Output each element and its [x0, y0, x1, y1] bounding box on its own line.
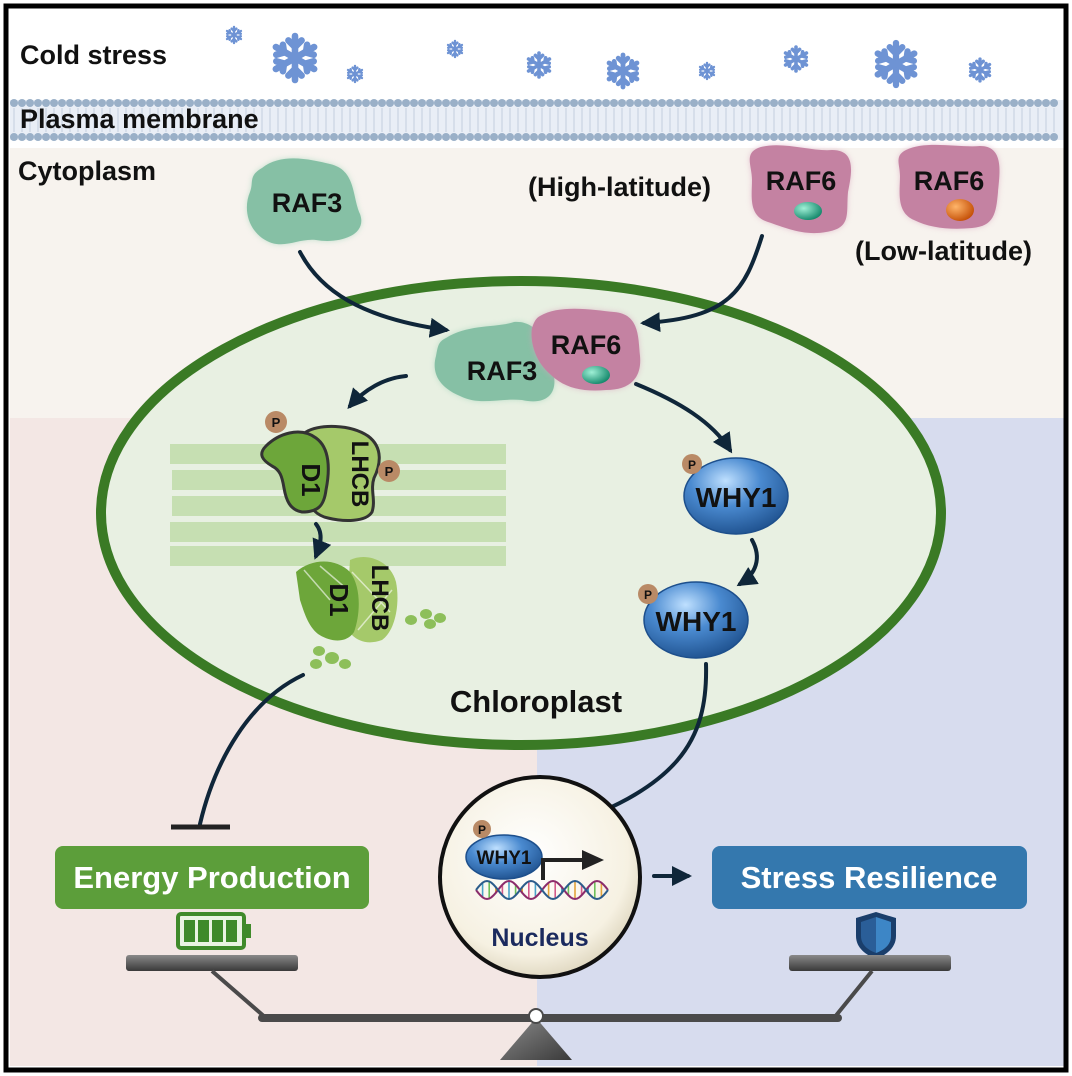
- energy-production-box: Energy Production: [55, 846, 369, 909]
- raf3-raf6-complex: RAF3 RAF6: [434, 308, 641, 402]
- svg-text:P: P: [272, 415, 281, 430]
- thylakoid-stack: [170, 444, 506, 566]
- dna-icon: [475, 879, 609, 901]
- d1-label: D1: [324, 583, 354, 616]
- arrow-complex-to-why1: [634, 382, 733, 454]
- arrow-complex-to-lhcb: [347, 374, 408, 410]
- balance-scale: [126, 955, 951, 1060]
- plasma-membrane: [10, 99, 1064, 141]
- why1-protein-chloroplast: WHY1 P: [682, 454, 789, 535]
- phosphate-icon: P: [473, 820, 491, 838]
- d1-lhcb-complex: D1 LHCB P P: [260, 411, 400, 522]
- phosphate-icon: P: [638, 584, 658, 604]
- cold-stress-label: Cold stress: [20, 40, 167, 70]
- phosphate-icon: P: [265, 411, 287, 433]
- chloroplast-label: Chloroplast: [450, 684, 622, 719]
- lhcb-label: LHCB: [346, 441, 373, 508]
- why1-label: WHY1: [477, 848, 532, 869]
- phosphate-icon: P: [378, 460, 400, 482]
- raf6-label: RAF6: [766, 166, 837, 196]
- svg-text:P: P: [385, 464, 394, 479]
- degraded-d1-lhcb: D1 LHCB: [296, 556, 446, 669]
- raf6-label: RAF6: [551, 330, 622, 360]
- cytoplasm-label: Cytoplasm: [18, 156, 156, 186]
- raf6-high-latitude: RAF6: [749, 145, 852, 234]
- energy-production-label: Energy Production: [73, 860, 350, 895]
- why1-nuclear: [465, 834, 543, 880]
- transcription-arrow-icon: [582, 850, 604, 870]
- arrow-why1-release: [736, 538, 759, 587]
- d1-label: D1: [296, 463, 326, 496]
- svg-text:P: P: [478, 823, 486, 837]
- plasma-membrane-label: Plasma membrane: [20, 104, 259, 134]
- stress-resilience-label: Stress Resilience: [741, 860, 998, 895]
- raf6-low-latitude: RAF6: [898, 144, 1000, 229]
- arrow-raf6-to-complex: [640, 234, 764, 333]
- battery-icon: [176, 912, 251, 950]
- nucleus-label: Nucleus: [491, 924, 588, 952]
- shield-icon: [856, 912, 896, 959]
- svg-text:P: P: [688, 458, 696, 472]
- arrow-lhcb-degradation: [312, 522, 332, 560]
- variant-dot: [582, 366, 610, 384]
- raf3-label: RAF3: [467, 356, 538, 386]
- arrows: [198, 234, 764, 886]
- phosphate-icon: P: [682, 454, 702, 474]
- raf6-label: RAF6: [914, 166, 985, 196]
- inhibition-line: [198, 673, 305, 826]
- high-latitude-label: (High-latitude): [528, 172, 711, 202]
- raf3-label: RAF3: [272, 188, 343, 218]
- arrow-raf3-to-complex: [298, 250, 450, 338]
- lhcb-label: LHCB: [366, 565, 393, 632]
- why1-protein-released: WHY1 P: [638, 581, 749, 659]
- stress-resilience-box: Stress Resilience: [712, 846, 1027, 909]
- why1-label: WHY1: [696, 482, 777, 513]
- frame: [3, 3, 1069, 1073]
- svg-text:P: P: [644, 588, 652, 602]
- degradation-fragments: [310, 609, 446, 669]
- low-latitude-label: (Low-latitude): [855, 236, 1032, 266]
- nucleus: WHY1 P Nucleus: [438, 775, 642, 979]
- high-latitude-variant-dot: [794, 202, 822, 220]
- low-latitude-variant-dot: [946, 199, 974, 221]
- why1-label: WHY1: [656, 606, 737, 637]
- raf3-protein: RAF3: [246, 158, 362, 245]
